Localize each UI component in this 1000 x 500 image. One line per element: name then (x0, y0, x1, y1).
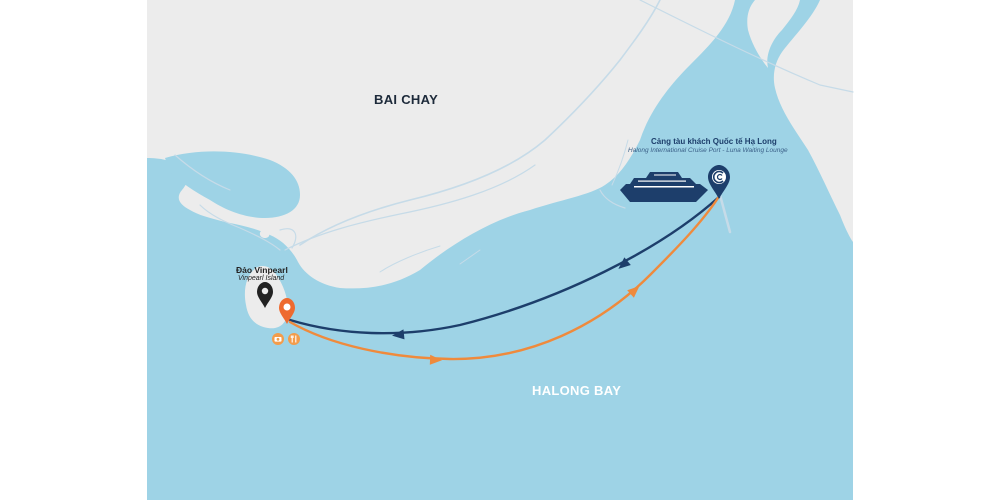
island-title: Đảo Vinpearl (236, 265, 288, 275)
pier (718, 193, 732, 234)
bay-label: HALONG BAY (532, 383, 622, 398)
route-return (288, 196, 720, 365)
ne-shore (747, 0, 800, 68)
lagoon (165, 151, 300, 218)
road-network (174, 0, 854, 273)
camera-icon (272, 333, 284, 345)
port-subtitle: Halong International Cruise Port - Luna … (628, 147, 788, 154)
islet (198, 205, 209, 215)
mainland (147, 0, 735, 289)
restaurant-icon (288, 333, 300, 345)
cruise-ship-icon (620, 172, 708, 202)
port-pin-icon[interactable] (708, 165, 730, 199)
island-subtitle: Vinpearl Island (238, 275, 285, 282)
port-title: Cảng tàu khách Quốc tế Hạ Long (651, 137, 777, 146)
islet (259, 230, 270, 238)
destination-pin-icon[interactable] (279, 298, 295, 324)
city-label: BAI CHAY (374, 92, 439, 107)
map-pin-icon[interactable] (257, 282, 273, 308)
route-outbound (288, 195, 721, 340)
east-headland (773, 0, 853, 242)
